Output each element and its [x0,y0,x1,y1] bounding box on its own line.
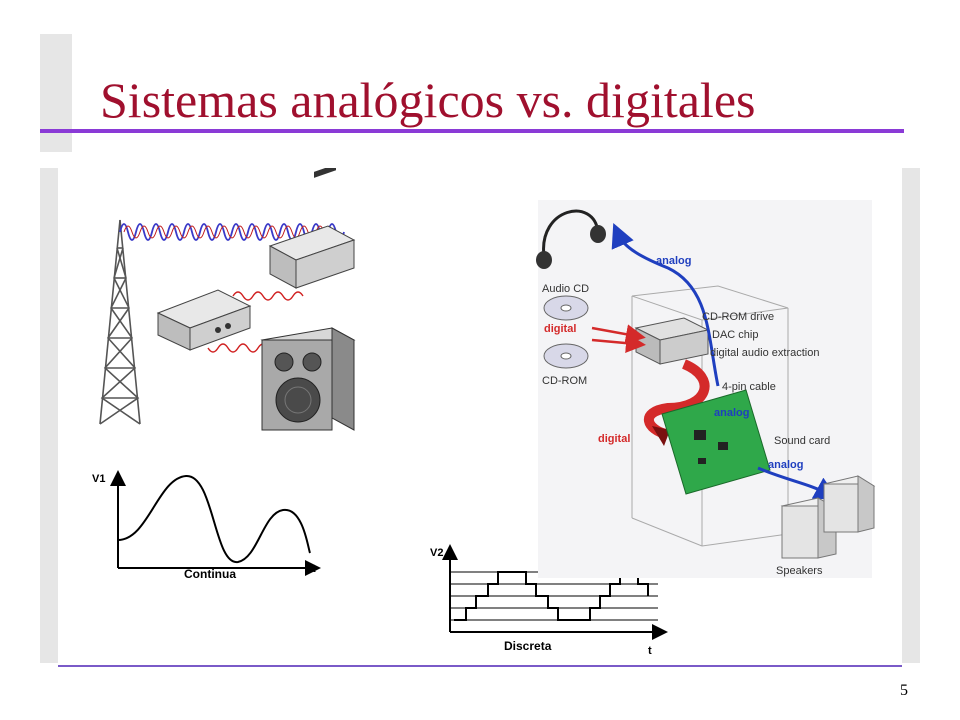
digital-graph-x-label: t [648,645,652,657]
label-speakers: Speakers [776,565,823,577]
label-digital-audio-extraction: digital audio extraction [710,347,819,359]
analog-arrow-top [611,222,720,387]
signal-wave-receiver [232,291,304,301]
page-number: 5 [900,682,908,699]
digital-cable-arrowhead [652,426,670,446]
computer-speakers-icon [780,475,876,559]
label-analog-bottom: analog [768,459,803,471]
discrete-signal-steps [454,571,649,621]
continuous-signal-curve [117,474,311,564]
analog-graph-caption: Continua [184,567,236,581]
label-analog-mid: analog [714,407,749,419]
label-sound-card: Sound card [774,435,830,447]
digital-arrows [591,324,646,354]
analog-graph-x-label: t [312,563,316,575]
label-analog-top: analog [656,255,691,267]
decorative-bar-top [40,34,72,152]
pc-diagram-labels: analog Audio CD CD-ROM drive DAC chip di… [542,255,830,577]
title-underline [40,129,904,133]
slide-illustration: V1 t Continua V2 t Discreta [92,168,876,657]
label-digital-top: digital [544,323,576,335]
digital-signal-graph: V2 t Discreta [430,544,668,657]
label-dac-chip: DAC chip [712,329,758,341]
broadcast-tower-icon [99,219,141,425]
cd-rom-disc-icon [543,343,589,369]
label-audio-cd: Audio CD [542,283,589,295]
amplifier-device-icon [156,289,252,351]
cdrom-drive-icon [634,317,710,365]
digital-graph-caption: Discreta [504,639,552,653]
audio-cd-icon [543,295,589,321]
label-digital-bottom: digital [598,433,630,445]
internal-audio-cable [643,359,710,439]
sound-card-icon [661,389,771,495]
loudspeaker-icon [260,327,356,431]
headphones-icon [536,209,606,269]
label-four-pin-cable: 4-pin cable [722,381,776,393]
label-cdrom-drive: CD-ROM drive [702,311,774,323]
footer-rule [58,665,902,667]
slide-title: Sistemas analógicos vs. digitales [100,72,756,128]
decorative-bar-left [40,168,58,663]
analog-signal-graph: V1 t Continua [92,470,321,581]
decorative-bar-right [902,168,920,663]
receiver-device-icon [268,168,356,289]
analog-arrow-bottom [757,466,839,500]
label-cd-rom: CD-ROM [542,375,587,387]
analog-graph-y-label: V1 [92,473,105,485]
digital-graph-y-label: V2 [430,547,443,559]
